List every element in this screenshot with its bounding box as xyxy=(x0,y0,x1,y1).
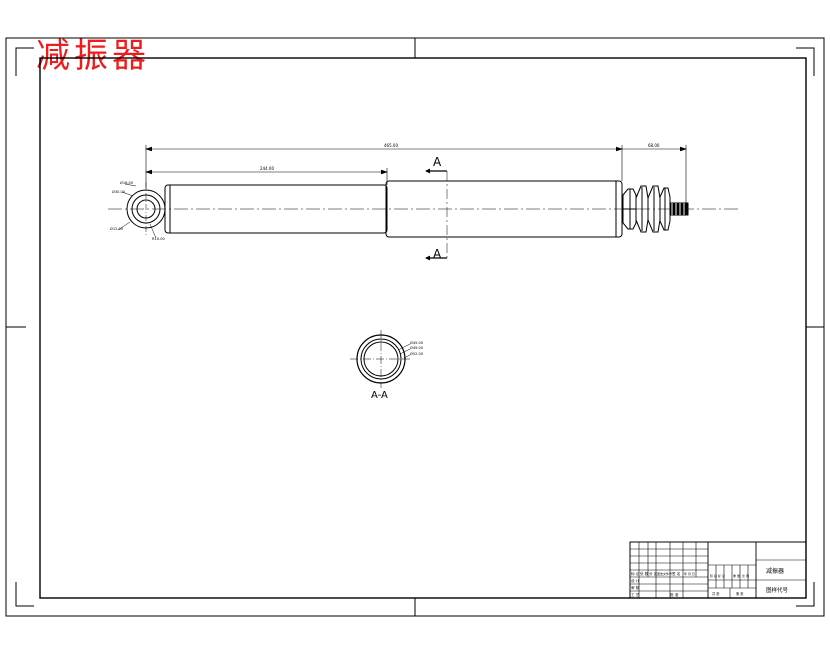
dim-body-text: 244.00 xyxy=(260,166,274,171)
shock-absorber-main-view xyxy=(108,145,740,261)
trim-marks xyxy=(15,47,815,607)
tb-header-file: 更改文件号 xyxy=(657,571,672,576)
tb-label-design: 设 计 xyxy=(631,578,640,583)
tb-approval: 批 准 xyxy=(670,592,679,597)
tb-sheet-number: 第 张 xyxy=(736,591,744,596)
tb-drawing-code: 图样代号 xyxy=(766,586,789,594)
tb-stage-label: 阶 段 标 记 xyxy=(710,573,725,578)
eye-dim-3-text: Ø12.00 xyxy=(110,226,124,231)
centering-marks xyxy=(6,38,824,616)
threaded-stud xyxy=(669,202,689,216)
drawing-title: 减振器 xyxy=(36,36,150,76)
title-block xyxy=(629,541,807,599)
tb-header-zone: 分 区 xyxy=(649,571,658,576)
dim-rod-length xyxy=(622,145,687,203)
tb-header-count: 处 数 xyxy=(640,571,649,576)
dim-rod-text: 68.00 xyxy=(648,143,660,148)
tb-scale-label: 比 例 xyxy=(742,573,749,578)
dim-total-length xyxy=(145,145,623,189)
dim-total-text: 465.00 xyxy=(384,143,398,148)
eye-leaders xyxy=(117,183,157,239)
tb-label-process: 工 艺 xyxy=(631,592,640,597)
section-label: A-A xyxy=(371,390,388,401)
inner-frame xyxy=(39,57,807,599)
section-view xyxy=(350,330,412,388)
tb-header-sign: 签 名 xyxy=(672,571,681,576)
tb-total-sheets: 共 张 xyxy=(712,591,720,596)
eye-dim-2-text: Ø30.00 xyxy=(112,189,126,194)
section-mark-bottom: A xyxy=(433,247,442,261)
title-block-text: 标 记 设 计 审 核 工 艺 处 数 分 区 更改文件号 签 名 年 月 日 … xyxy=(631,567,789,597)
tb-label-mark: 标 记 xyxy=(631,571,640,576)
dust-tube xyxy=(385,180,623,238)
section-dim-1: Ø45.00 xyxy=(410,340,424,345)
eye-dim-4-text: R10.00 xyxy=(152,237,165,241)
tb-header-date: 年 月 日 xyxy=(684,571,695,576)
section-dim-2: Ø49.00 xyxy=(410,345,424,350)
tb-label-review: 审 核 xyxy=(631,585,640,590)
top-bushing-stack xyxy=(622,185,671,233)
cylinder-body xyxy=(164,184,388,234)
section-dim-3: Ø52.00 xyxy=(410,351,424,356)
section-mark-top: A xyxy=(433,155,442,169)
tb-weight-label: 重 量 xyxy=(733,573,740,578)
section-cut-line xyxy=(425,168,448,261)
dim-body-length xyxy=(145,168,388,185)
outer-frame xyxy=(5,37,825,617)
tb-part-name: 减振器 xyxy=(766,567,784,575)
eye-dim-1-text: Ø16.00 xyxy=(120,180,134,185)
